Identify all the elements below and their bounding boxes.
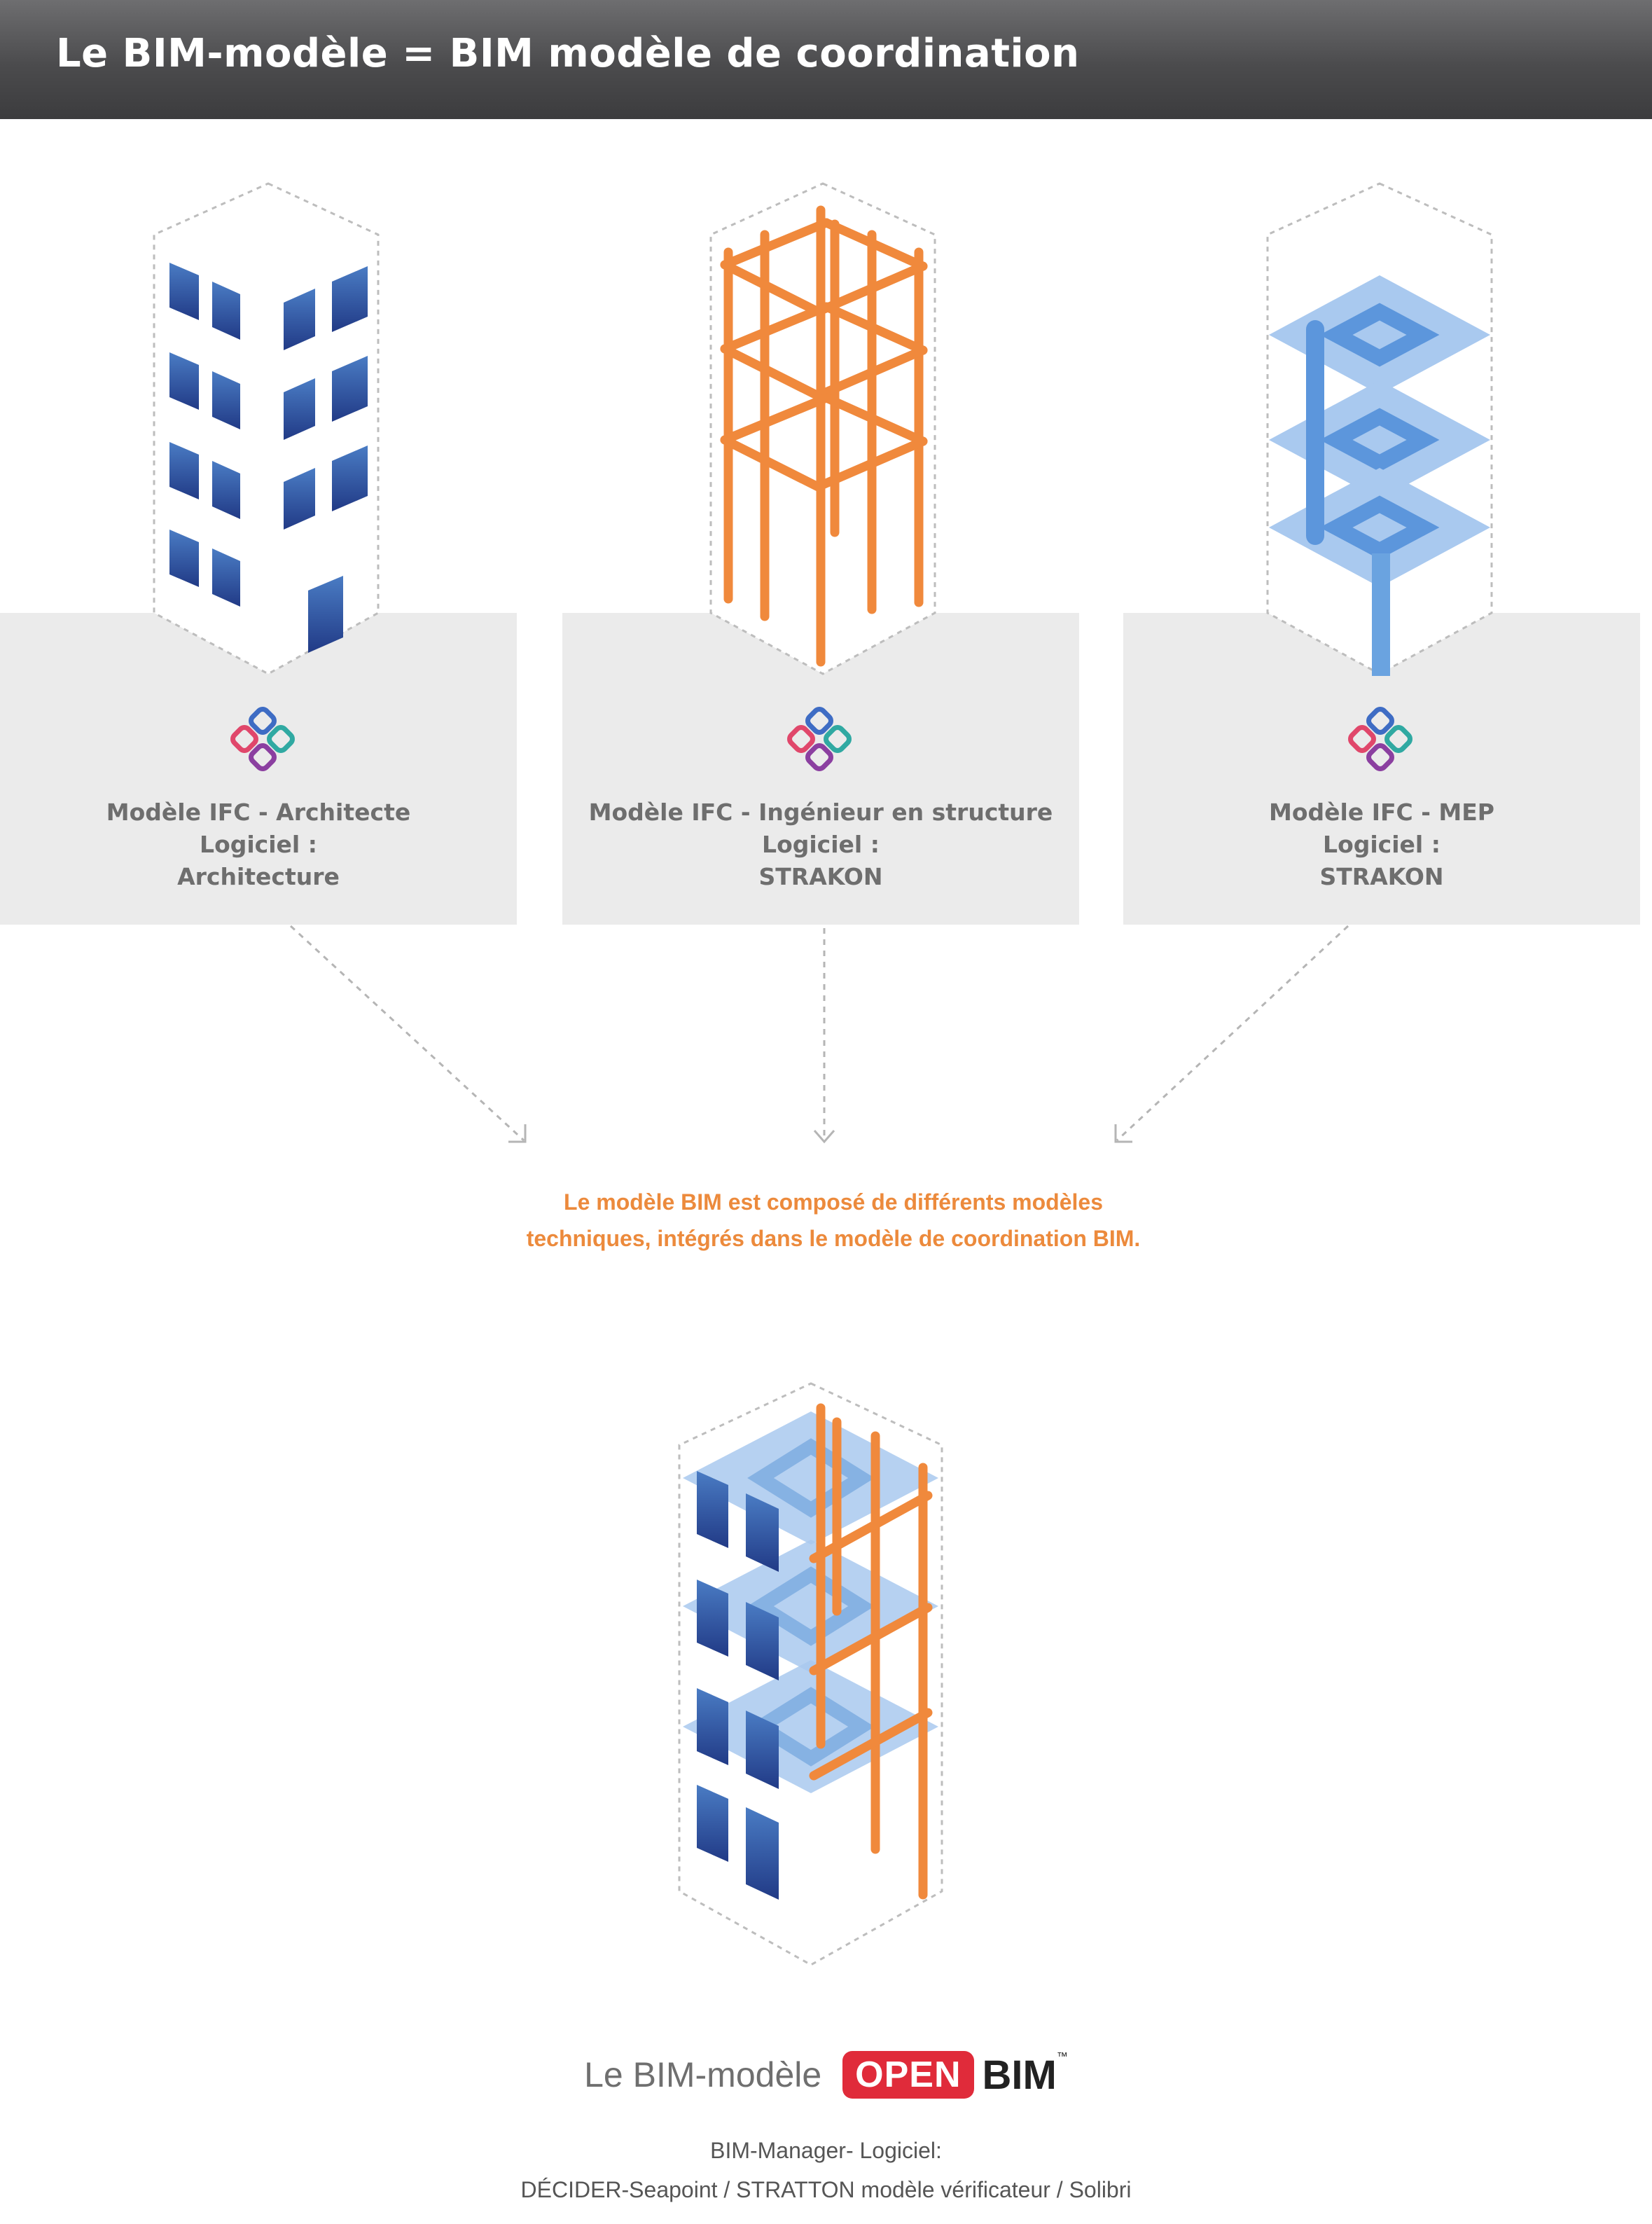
software-name: STRAKON	[758, 863, 883, 890]
openbim-bim-text: BIM	[982, 2052, 1057, 2098]
mep-building-illustration	[1266, 182, 1493, 676]
model-panel-architect: Modèle IFC - Architecte Logiciel : Archi…	[0, 613, 517, 925]
merge-arrows	[289, 925, 1349, 1144]
openbim-logo-row: Le BIM-modèle OPEN BIM ™	[0, 2051, 1652, 2099]
coordination-model-illustration	[678, 1382, 943, 1966]
footer-line: DÉCIDER-Seapoint / STRATTON modèle vérif…	[520, 2177, 1132, 2202]
model-title: Modèle IFC - Ingénieur en structure	[588, 799, 1053, 826]
logo-caption: Le BIM-modèle	[584, 2055, 822, 2094]
arrow-down-icon	[1114, 1124, 1132, 1143]
page-title: Le BIM-modèle = BIM modèle de coordinati…	[56, 31, 1080, 76]
note-line: Le modèle BIM est composé de différents …	[564, 1189, 1103, 1215]
openbim-logo: OPEN	[842, 2051, 974, 2099]
software-label: Logiciel :	[1323, 831, 1441, 858]
ifc-logo-icon	[1348, 707, 1412, 771]
model-title: Modèle IFC - Architecte	[106, 799, 411, 826]
note-line: techniques, intégrés dans le modèle de c…	[526, 1226, 1141, 1251]
ifc-logo-icon	[230, 707, 295, 771]
trademark-mark: ™	[1056, 2051, 1068, 2063]
footer-line: BIM-Manager- Logiciel:	[710, 2138, 942, 2163]
structure-building-illustration	[709, 182, 936, 675]
architect-building-illustration	[153, 182, 380, 675]
footer-software-info: BIM-Manager- Logiciel: DÉCIDER-Seapoint …	[0, 2131, 1652, 2209]
software-name: Architecture	[177, 863, 340, 890]
model-title: Modèle IFC - MEP	[1269, 799, 1494, 826]
arrow-down-icon	[813, 1130, 835, 1144]
arrow-down-icon	[508, 1124, 527, 1143]
software-label: Logiciel :	[762, 831, 880, 858]
software-name: STRAKON	[1319, 863, 1444, 890]
ifc-logo-icon	[787, 707, 852, 771]
description-note: Le modèle BIM est composé de différents …	[476, 1184, 1191, 1257]
header-bar: Le BIM-modèle = BIM modèle de coordinati…	[0, 0, 1652, 119]
software-label: Logiciel :	[200, 831, 317, 858]
